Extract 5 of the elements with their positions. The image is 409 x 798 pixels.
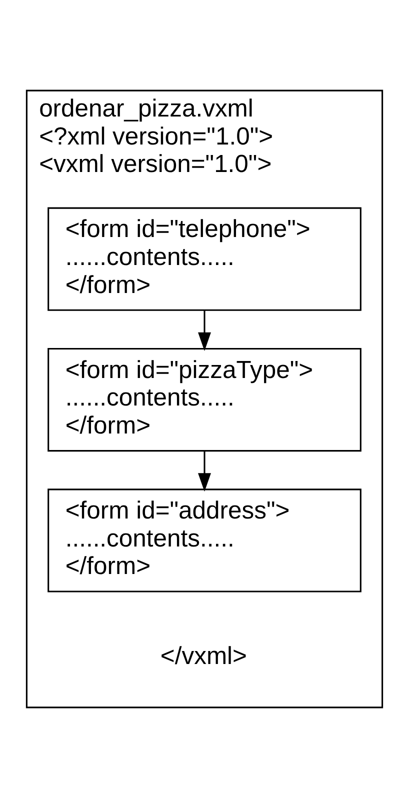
node-box: <form id="telephone"> ......contents..... </form> <box>48 207 362 311</box>
arrow <box>198 451 211 492</box>
node-box: <form id="pizzaType"> ......contents..... </form> <box>48 348 362 452</box>
arrow <box>198 310 211 351</box>
node-box: <form id="address"> ......contents..... </form> <box>48 488 362 592</box>
